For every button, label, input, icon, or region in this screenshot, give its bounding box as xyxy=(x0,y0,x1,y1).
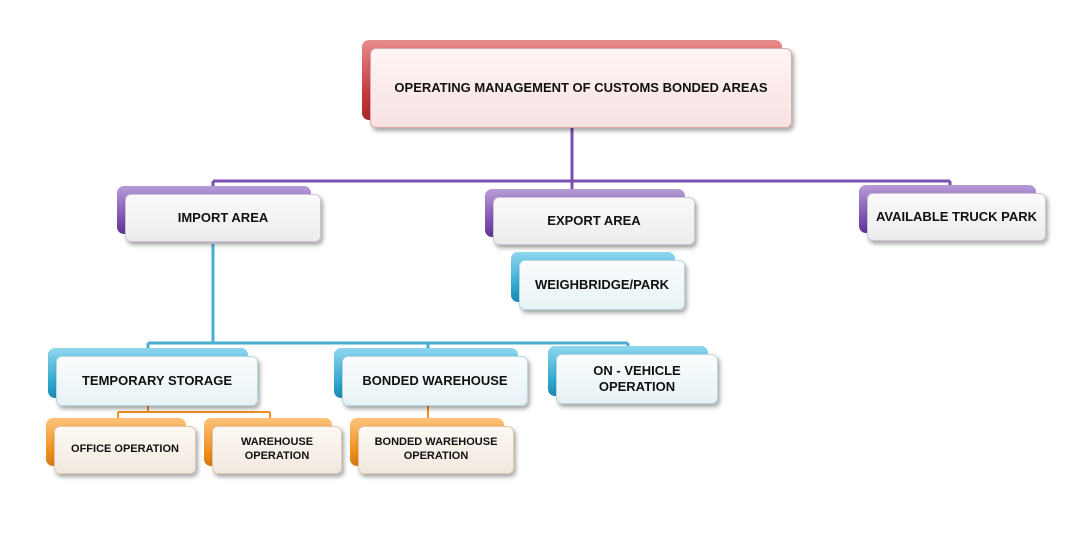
node-root-label: OPERATING MANAGEMENT OF CUSTOMS BONDED A… xyxy=(370,48,792,128)
node-truck-park-label: AVAILABLE TRUCK PARK xyxy=(867,193,1046,241)
node-temporary-storage-label: TEMPORARY STORAGE xyxy=(56,356,258,406)
node-bonded-warehouse-label: BONDED WAREHOUSE xyxy=(342,356,528,406)
node-import-area-label: IMPORT AREA xyxy=(125,194,321,242)
root-connectors xyxy=(211,128,952,192)
node-bonded-warehouse-operation-label: BONDED WAREHOUSE OPERATION xyxy=(358,426,514,474)
node-warehouse-operation-label: WAREHOUSE OPERATION xyxy=(212,426,342,474)
node-office-operation-label: OFFICE OPERATION xyxy=(54,426,196,474)
node-on-vehicle-label: ON - VEHICLE OPERATION xyxy=(556,354,718,404)
node-export-area-label: EXPORT AREA xyxy=(493,197,695,245)
node-weighbridge-label: WEIGHBRIDGE/PARK xyxy=(519,260,685,310)
